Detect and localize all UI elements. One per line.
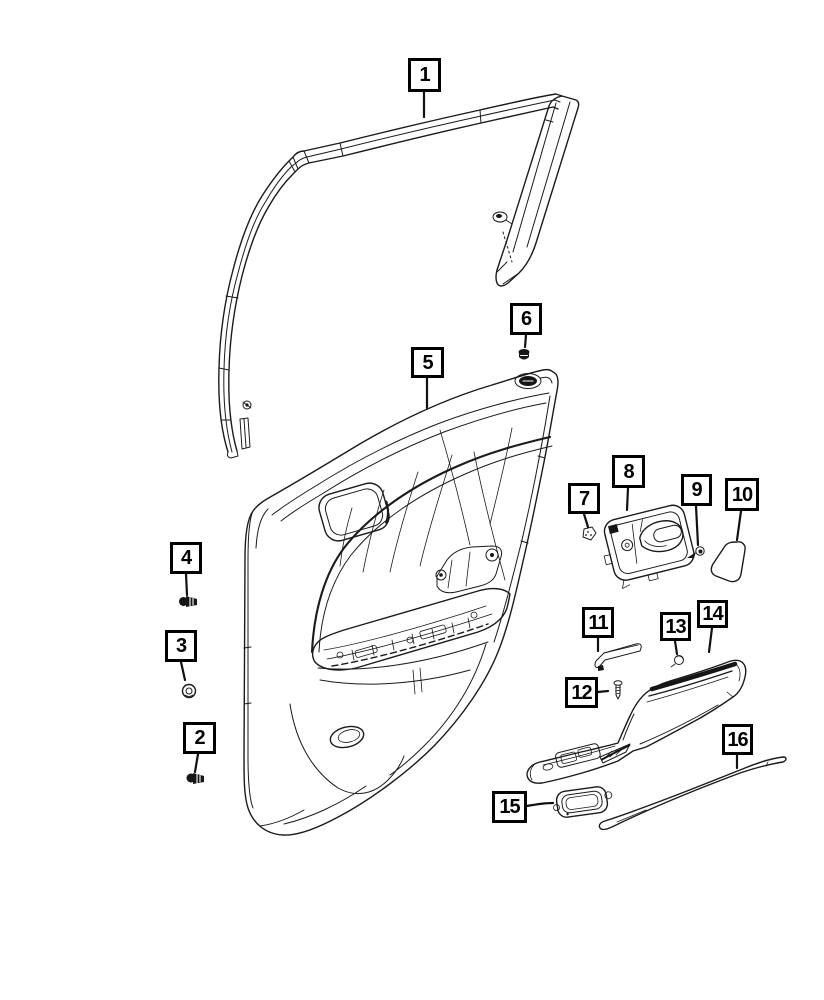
callout-number: 8 [623, 460, 634, 483]
callout-number: 10 [731, 483, 753, 506]
callout-box-15: 15 [492, 791, 527, 823]
callout-box-14: 14 [697, 600, 728, 628]
callout-leader-lines [179, 90, 743, 808]
callout-box-16: 16 [722, 724, 753, 755]
part-13-retainer-clip [670, 655, 684, 668]
part-5-door-trim-panel-drawing [243, 368, 559, 836]
callout-box-11: 11 [582, 607, 614, 638]
callout-box-9: 9 [681, 474, 712, 506]
callout-box-13: 13 [660, 612, 691, 641]
callout-number: 13 [665, 615, 686, 638]
callout-number: 4 [180, 547, 192, 569]
callout-box-8: 8 [612, 455, 645, 488]
part-16-trim-strip-drawing [598, 756, 787, 831]
part-9-screw [687, 546, 705, 558]
part-14-armrest-drawing [526, 659, 747, 784]
part-8-inside-handle-bezel-drawing [603, 504, 695, 589]
callout-box-12: 12 [565, 677, 598, 708]
callout-number: 11 [588, 611, 608, 634]
part-12-screw [613, 680, 623, 700]
callout-number: 3 [175, 635, 187, 657]
callout-number: 1 [419, 64, 430, 86]
part-4-push-pin-clip [179, 596, 197, 607]
callout-box-4: 4 [170, 542, 202, 574]
callout-box-1: 1 [408, 58, 441, 92]
part-7-retainer-clip [582, 526, 597, 541]
part-3-grommet [181, 683, 197, 699]
callout-box-10: 10 [725, 478, 759, 511]
part-11-trim-strip-drawing [594, 643, 642, 671]
callout-box-2: 2 [183, 722, 216, 754]
callout-box-6: 6 [510, 303, 542, 335]
callout-number: 9 [691, 479, 702, 501]
callout-box-7: 7 [568, 483, 600, 514]
callout-number: 15 [499, 796, 520, 818]
callout-number: 12 [571, 681, 592, 704]
part-2-push-pin-clip [186, 773, 204, 784]
callout-number: 7 [578, 487, 590, 510]
part-1-window-frame-molding-drawing [218, 93, 580, 459]
part-6-push-pin-clip [518, 349, 530, 360]
callout-box-3: 3 [165, 630, 197, 662]
part-15-switch-bezel-drawing [553, 786, 613, 818]
part-10-cover-patch-drawing [710, 541, 746, 583]
callout-number: 16 [727, 728, 748, 751]
callout-number: 2 [194, 727, 205, 749]
callout-number: 5 [422, 351, 433, 374]
callout-number: 6 [520, 308, 532, 330]
callout-box-5: 5 [411, 347, 444, 378]
callout-number: 14 [702, 603, 723, 625]
